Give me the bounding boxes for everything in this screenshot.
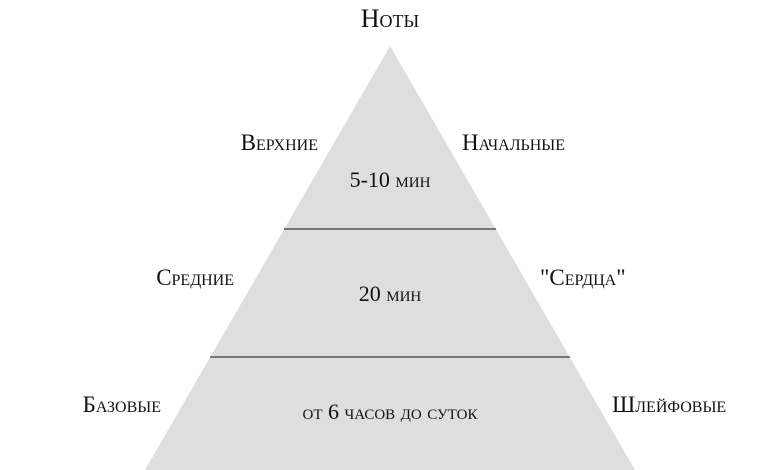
diagram-title: Ноты — [360, 4, 420, 33]
top-duration: 5-10 мин — [349, 167, 431, 192]
base-right-label: Шлейфовые — [612, 392, 727, 417]
top-right-label: Начальные — [462, 130, 566, 155]
base-duration: от 6 часов до суток — [302, 399, 478, 424]
pyramid-shape — [145, 46, 635, 470]
middle-duration: 20 мин — [358, 281, 422, 306]
middle-left-label: Средние — [156, 265, 234, 290]
middle-right-label: "Сердца" — [540, 265, 626, 290]
top-left-label: Верхние — [240, 130, 318, 155]
base-left-label: Базовые — [82, 392, 161, 417]
